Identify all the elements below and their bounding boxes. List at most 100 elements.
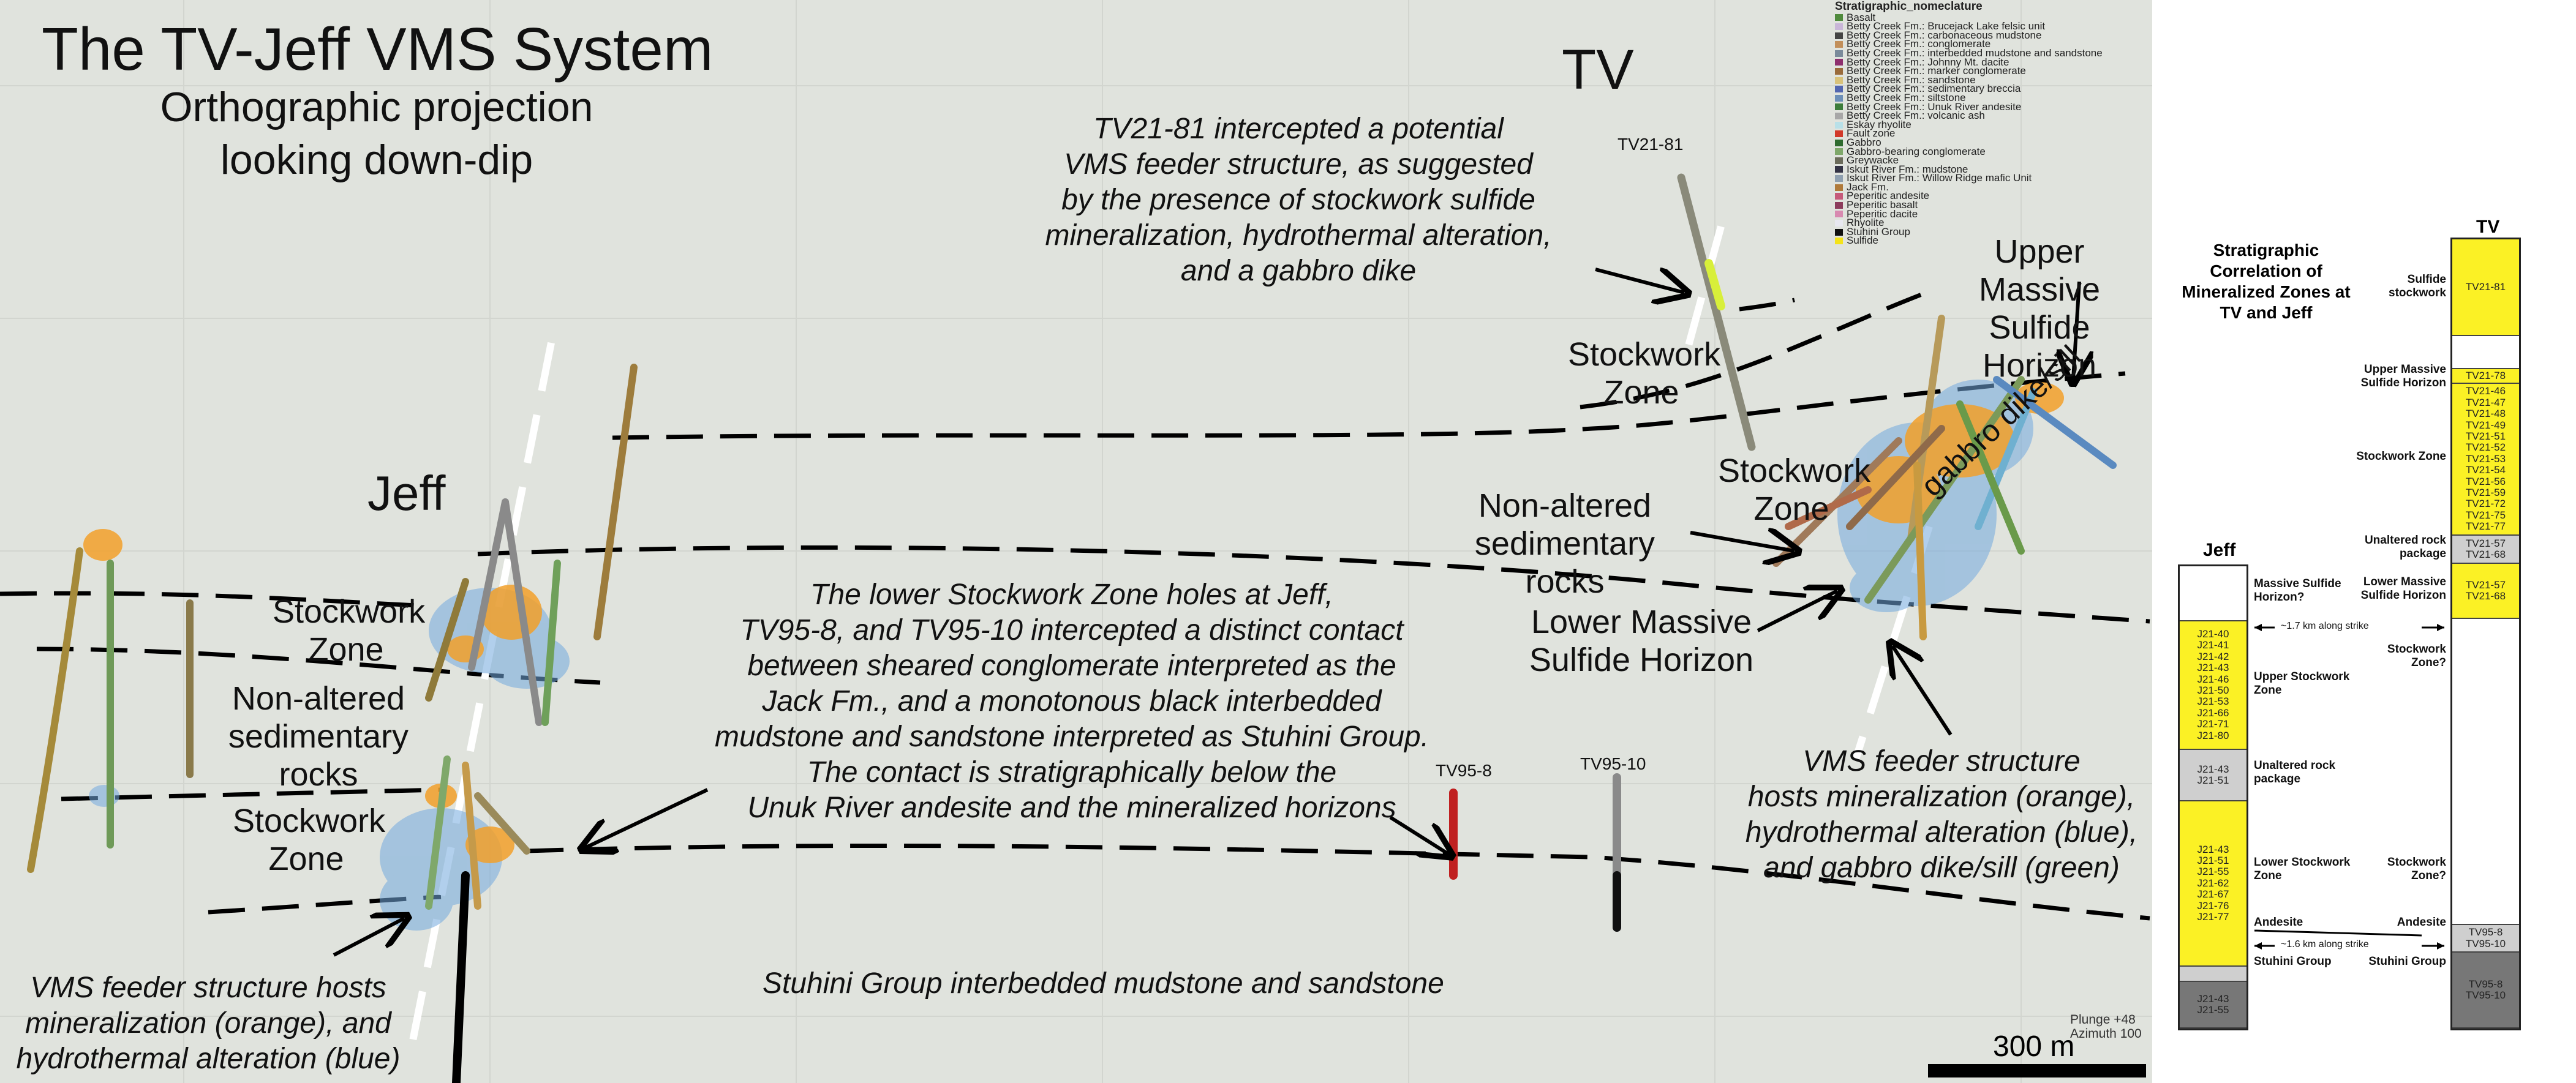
jeff-zone-label: Unaltered rock package (2254, 759, 2336, 785)
horizon-line (477, 545, 2150, 624)
drill-hole (1864, 376, 2025, 604)
callout-arrow (333, 918, 404, 957)
legend-label: Peperitic basalt (1847, 199, 1918, 211)
drill-hole (425, 755, 451, 910)
tv-area-label: TV (1562, 39, 1634, 101)
legend-swatch (1835, 228, 1843, 236)
drill-hole (1677, 173, 1756, 451)
legend-title: Stratigraphic_nomeclature (1835, 0, 1983, 13)
tv-zone-label: Stockwork Zone? (2387, 643, 2446, 669)
3d-view: The TV-Jeff VMS System Orthographic proj… (0, 0, 2152, 1083)
jeff-zone-label: Andesite (2254, 916, 2303, 929)
legend-swatch (1835, 130, 1843, 138)
legend-item: Betty Creek Fm.: sedimentary breccia (1835, 84, 2103, 94)
jeff-zone-label: Lower Stockwork Zone (2254, 856, 2351, 882)
legend-label: Betty Creek Fm.: sedimentary breccia (1847, 83, 2021, 95)
legend-swatch (1835, 193, 1843, 200)
legend-item: Betty Creek Fm.: Johnny Mt. dacite (1835, 57, 2103, 67)
legend-label: Rhyolite (1847, 217, 1885, 229)
legend-swatch (1835, 103, 1843, 111)
hole-label-tv95-10: TV95-10 (1580, 754, 1646, 773)
scale-bar (1928, 1064, 2146, 1077)
legend-item: Betty Creek Fm.: carbonaceous mudstone (1835, 29, 2103, 41)
legend-item: Peperitic basalt (1835, 199, 2103, 211)
correlation-panel: Stratigraphic Correlation of Mineralized… (2152, 0, 2576, 1083)
drill-hole (1785, 486, 1872, 530)
legend-item: Basalt (1835, 12, 2103, 22)
legend-swatch (1835, 77, 1843, 84)
legend-swatch (1835, 175, 1843, 182)
legend-label: Betty Creek Fm.: volcanic ash (1847, 110, 1985, 122)
legend-swatch (1835, 201, 1843, 209)
legend-label: Greywacke (1847, 154, 1899, 167)
drill-hole (474, 792, 530, 855)
callout-arrow (1757, 591, 1837, 632)
legend-item: Betty Creek Fm.: conglomerate (1835, 38, 2103, 50)
legend-item: Sulfide (1835, 236, 2103, 245)
stockwork-zone-label: Stockwork Zone (1718, 452, 1871, 527)
legend-label: Iskut River Fm.: mudstone (1847, 163, 1968, 175)
legend-label: Jack Fm. (1847, 181, 1889, 193)
horizon-line (208, 894, 442, 915)
lower-massive-label: Lower Massive Sulfide Horizon (1529, 604, 1754, 678)
scale-label: 300 m (1993, 1030, 2075, 1063)
tv-zone-label: Lower Massive Sulfide Horizon (2360, 575, 2446, 602)
legend-label: Sulfide (1847, 234, 1878, 247)
callout-arrow (1690, 533, 1795, 551)
legend-item: Greywacke (1835, 154, 2103, 167)
legend-label: Betty Creek Fm.: marker conglomerate (1847, 65, 2026, 77)
tv-zone-label: Andesite (2397, 916, 2446, 929)
correlation-title: Stratigraphic Correlation of Mineralized… (2182, 241, 2351, 322)
jeff-column-zone (2180, 566, 2246, 621)
legend-swatch (1835, 86, 1843, 93)
horizon-line (61, 787, 442, 801)
orthographic-scene (0, 0, 2152, 1083)
drill-hole (27, 547, 83, 873)
legend-item: Jack Fm. (1835, 181, 2103, 193)
legend-swatch (1835, 23, 1843, 30)
jeff-area-label: Jeff (367, 466, 446, 520)
legend-item: Betty Creek Fm.: Unuk River andesite (1835, 102, 2103, 111)
legend-swatch (1835, 166, 1843, 173)
legend-swatch (1835, 67, 1843, 75)
stuhini-note: Stuhini Group interbedded mudstone and s… (763, 967, 1444, 1000)
along-strike-label: ~1.6 km along strike (2281, 939, 2369, 950)
legend-item: Betty Creek Fm.: Brucejack Lake felsic u… (1835, 21, 2103, 31)
hole-label-tv21-81: TV21-81 (1618, 135, 1684, 154)
legend-item: Iskut River Fm.: mudstone (1835, 163, 2103, 175)
drill-hole (541, 560, 561, 726)
drill-hole (502, 498, 543, 726)
legend-item: Betty Creek Fm.: volcanic ash (1835, 110, 2103, 122)
tv-zone-label: Sulfide stockwork (2389, 273, 2446, 299)
legend-swatch (1835, 41, 1843, 48)
legend-swatch (1835, 157, 1843, 164)
horizon-line (612, 371, 2126, 440)
legend-label: Betty Creek Fm.: conglomerate (1847, 38, 1991, 50)
legend-swatch (1835, 14, 1843, 21)
tv-zone-label: Stockwork Zone (2356, 450, 2446, 463)
hole-label-tv95-8: TV95-8 (1436, 761, 1492, 780)
legend-item: Fault zone (1835, 129, 2103, 138)
drill-hole (1975, 388, 2037, 530)
legend-label: Peperitic dacite (1847, 208, 1918, 220)
tv-zone-label: Upper Massive Sulfide Horizon (2360, 363, 2446, 389)
drill-hole (468, 498, 509, 671)
legend-label: Betty Creek Fm.: carbonaceous mudstone (1847, 29, 2042, 41)
callout-arrow (585, 788, 709, 848)
horizon-line (1580, 291, 1924, 410)
legend-item: Rhyolite (1835, 217, 2103, 229)
legend-label: Stuhini Group (1847, 225, 1910, 238)
legend-item: Betty Creek Fm.: siltstone (1835, 92, 2103, 103)
drill-hole (1846, 425, 1945, 530)
jeff-zone-label: Massive Sulfide Horizon? (2254, 577, 2341, 604)
legend-item: Betty Creek Fm.: sandstone (1835, 75, 2103, 85)
